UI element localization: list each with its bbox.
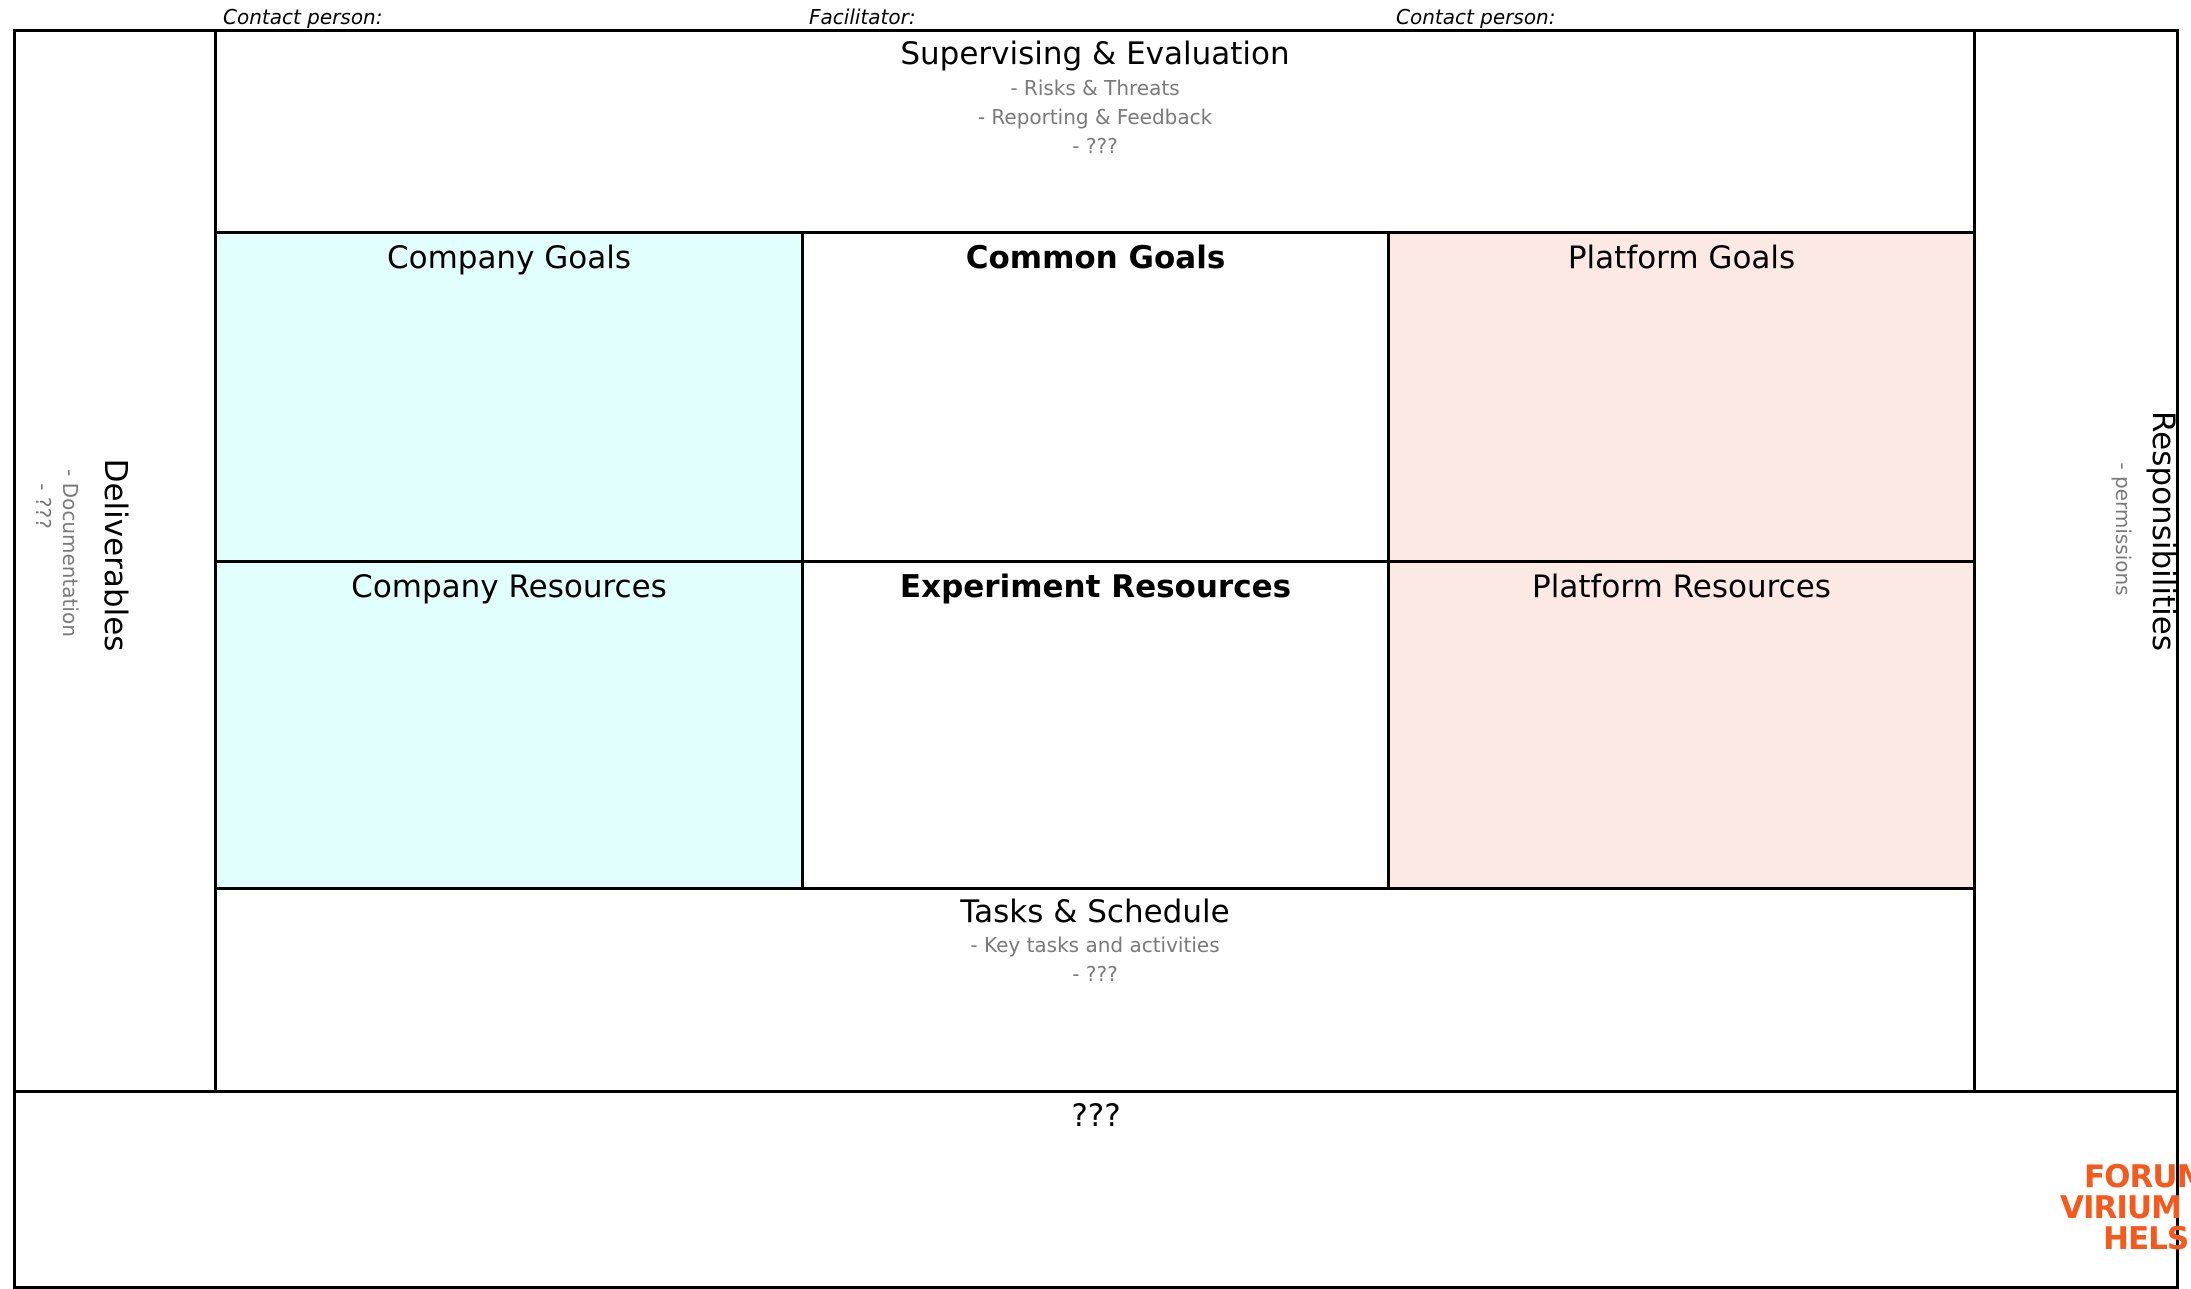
deliverables-title: Deliverables (97, 458, 133, 652)
forum-virium-helsinki-logo: FORUM VIRIUM HELSINKI (2060, 1162, 2191, 1262)
platform-goals-section[interactable]: Platform Goals (1387, 231, 1976, 563)
platform-goals-title: Platform Goals (1567, 240, 1796, 276)
company-resources-section[interactable]: Company Resources (214, 560, 804, 890)
platform-resources-title: Platform Resources (1532, 569, 1831, 605)
logo-line: VIRIUM (2060, 1190, 2182, 1226)
contact-person-left-label: Contact person: (223, 5, 383, 29)
common-goals-title: Common Goals (965, 240, 1226, 276)
platform-resources-section[interactable]: Platform Resources (1387, 560, 1976, 890)
footer-title: ??? (1071, 1098, 1121, 1134)
tasks-item: - Key tasks and activities (970, 933, 1220, 957)
company-goals-title: Company Goals (386, 240, 632, 276)
deliverables-section[interactable]: Deliverables - Documentation - ??? (13, 29, 217, 1093)
supervising-item: - Reporting & Feedback (977, 105, 1213, 129)
facilitator-label: Facilitator: (809, 5, 916, 29)
responsibilities-item: - permissions (2111, 462, 2135, 596)
responsibilities-section[interactable]: Responsibilities - permissions (1973, 29, 2181, 1093)
tasks-schedule-title: Tasks & Schedule (960, 894, 1230, 930)
tasks-schedule-section[interactable]: Tasks & Schedule - Key tasks and activit… (214, 887, 1976, 1093)
supervising-evaluation-title: Supervising & Evaluation (900, 36, 1290, 72)
deliverables-item: - ??? (31, 483, 55, 529)
experiment-resources-section[interactable]: Experiment Resources (801, 560, 1390, 890)
logo-line: HELSINKI (2103, 1221, 2191, 1257)
supervising-item: - Risks & Threats (1010, 76, 1180, 100)
supervising-item: - ??? (1072, 134, 1118, 158)
experiment-resources-title: Experiment Resources (899, 569, 1292, 605)
contact-person-right-label: Contact person: (1396, 5, 1556, 29)
common-goals-section[interactable]: Common Goals (801, 231, 1390, 563)
company-resources-title: Company Resources (351, 569, 667, 605)
deliverables-item: - Documentation (58, 469, 82, 637)
logo-line: FORUM (2084, 1162, 2191, 1195)
responsibilities-title: Responsibilities (2145, 411, 2181, 651)
company-goals-section[interactable]: Company Goals (214, 231, 804, 563)
supervising-evaluation-section[interactable]: Supervising & Evaluation - Risks & Threa… (214, 29, 1976, 234)
footer-section[interactable]: ??? (13, 1090, 2179, 1289)
tasks-item: - ??? (1072, 962, 1118, 986)
